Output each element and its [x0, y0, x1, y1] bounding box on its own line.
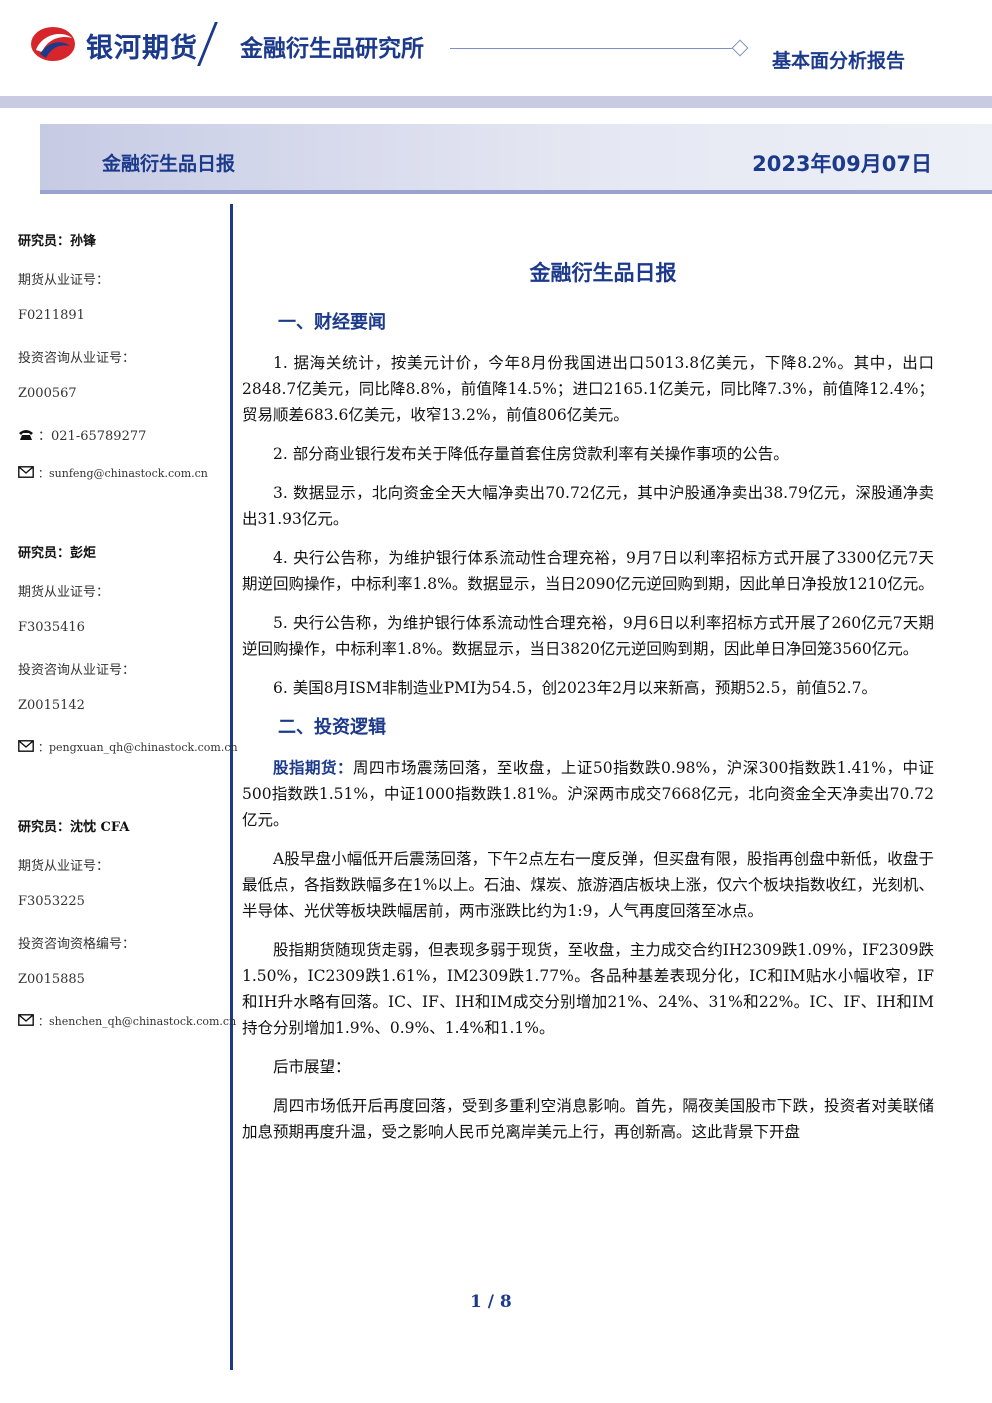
report-date: 2023年09月07日 — [752, 152, 932, 176]
consult-number: Z0015142 — [18, 698, 85, 713]
news-item: 6. 美国8月ISM非制造业PMI为54.5，创2023年2月以来新高，预期52… — [273, 679, 877, 697]
license-number: F3035416 — [18, 620, 85, 635]
column-divider — [230, 204, 233, 1370]
news-item: 4. 央行公告称，为维护银行体系流动性合理充裕，9月7日以利率招标方式开展了33… — [242, 549, 934, 593]
email-prefix: ： — [38, 741, 49, 754]
mail-icon — [18, 1014, 34, 1026]
email-prefix: ： — [38, 467, 49, 480]
report-name: 金融衍生品日报 — [102, 153, 236, 175]
mail-icon — [18, 740, 34, 752]
license-number: F0211891 — [18, 308, 85, 323]
logic-paragraph: A股早盘小幅低开后震荡回落，下午2点左右一度反弹，但买盘有限，股指再创盘中新低，… — [242, 850, 934, 920]
phone-prefix: ： — [38, 429, 52, 444]
phone-row: ：021-65789277 — [18, 425, 146, 444]
license-label: 期货从业证号： — [18, 859, 110, 874]
email-row: ：shenchen_qh@chinastock.com.cn — [18, 1013, 236, 1029]
title-bar — [40, 124, 992, 192]
diamond-icon — [731, 39, 749, 57]
header-slash — [197, 22, 218, 66]
document-title: 金融衍生品日报 — [529, 261, 677, 285]
email-address[interactable]: shenchen_qh@chinastock.com.cn — [49, 1015, 237, 1028]
main-content: 金融衍生品日报 一、财经要闻 1. 据海关统计，按美元计价，今年8月份我国进出口… — [242, 260, 934, 1158]
news-item: 5. 央行公告称，为维护银行体系流动性合理充裕，9月6日以利率招标方式开展了26… — [242, 614, 934, 658]
logic-paragraph: 股指期货随现货走弱，但表现多弱于现货，至收盘，主力成交合约IH2309跌1.09… — [242, 941, 934, 1037]
galaxy-logo-icon — [31, 27, 75, 61]
news-item: 1. 据海关统计，按美元计价，今年8月份我国进出口5013.8亿美元，下降8.2… — [242, 354, 934, 424]
brand-name: 银河期货 — [86, 33, 198, 64]
consult-label: 投资咨询从业证号： — [18, 663, 136, 678]
email-row: ：pengxuan_qh@chinastock.com.cn — [18, 739, 238, 755]
news-item: 2. 部分商业银行发布关于降低存量首套住房贷款利率有关操作事项的公告。 — [273, 445, 789, 463]
report-type: 基本面分析报告 — [772, 50, 906, 72]
page-number: 1 / 8 — [470, 1292, 512, 1312]
mail-icon — [18, 466, 34, 478]
email-row: ：sunfeng@chinastock.com.cn — [18, 465, 208, 481]
logic-subheading: 后市展望： — [273, 1058, 351, 1076]
title-bar-underline — [40, 190, 992, 194]
logic-paragraph: 周四市场低开后再度回落，受到多重利空消息影响。首先，隔夜美国股市下跌，投资者对美… — [242, 1097, 934, 1141]
consult-label: 投资咨询从业证号： — [18, 351, 136, 366]
news-item: 3. 数据显示，北向资金全天大幅净卖出70.72亿元，其中沪股通净卖出38.79… — [242, 484, 934, 528]
logic-paragraph: 股指期货：周四市场震荡回落，至收盘，上证50指数跌0.98%，沪深300指数跌1… — [242, 755, 934, 833]
analyst-name: 研究员：彭炬 — [18, 546, 97, 561]
license-number: F3053225 — [18, 894, 85, 909]
license-label: 期货从业证号： — [18, 273, 110, 288]
email-prefix: ： — [38, 1015, 49, 1028]
section-heading-logic: 二、投资逻辑 — [278, 717, 386, 738]
consult-label: 投资咨询资格编号： — [18, 937, 136, 952]
logic-first-text: 周四市场震荡回落，至收盘，上证50指数跌0.98%，沪深300指数跌1.41%，… — [242, 759, 934, 829]
section-heading-news: 一、财经要闻 — [278, 312, 386, 333]
phone-icon — [19, 430, 33, 440]
logic-lead: 股指期货： — [273, 758, 353, 777]
email-address[interactable]: sunfeng@chinastock.com.cn — [49, 467, 208, 480]
header-rule — [450, 48, 732, 49]
phone-number: 021-65789277 — [51, 429, 147, 444]
consult-number: Z0015885 — [18, 972, 85, 987]
analyst-name: 研究员：沈忱 CFA — [18, 820, 130, 835]
header-band — [0, 96, 992, 108]
institute-name: 金融衍生品研究所 — [240, 36, 424, 62]
email-address[interactable]: pengxuan_qh@chinastock.com.cn — [49, 741, 238, 754]
analyst-name: 研究员：孙锋 — [18, 234, 97, 249]
consult-number: Z000567 — [18, 386, 77, 401]
license-label: 期货从业证号： — [18, 585, 110, 600]
